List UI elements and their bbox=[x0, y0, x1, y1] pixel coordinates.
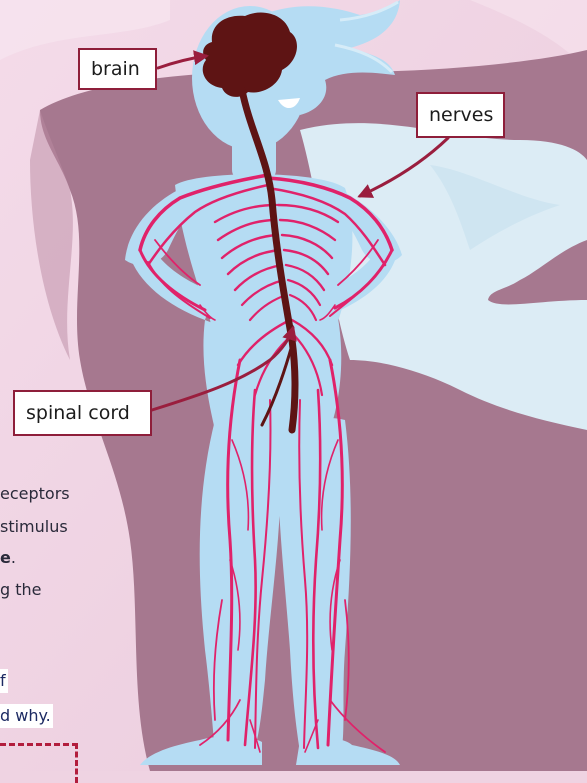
side-text-line-5: f bbox=[0, 673, 8, 689]
side-text-line-6: d why. bbox=[0, 708, 53, 724]
side-text-bold: e bbox=[0, 548, 11, 567]
side-text-line-3: e. bbox=[0, 550, 16, 566]
side-text-line-1: eceptors bbox=[0, 486, 70, 502]
side-text-period: . bbox=[11, 548, 16, 567]
brain-label: brain bbox=[78, 48, 157, 90]
side-text-line-2: stimulus bbox=[0, 519, 68, 535]
side-text-line-4: g the bbox=[0, 582, 42, 598]
spinal-cord-label: spinal cord bbox=[13, 390, 152, 436]
dashed-box-corner bbox=[0, 743, 78, 783]
highlight-fragment: f bbox=[0, 669, 8, 693]
highlight-fragment: d why. bbox=[0, 704, 53, 728]
nerves-label: nerves bbox=[416, 92, 505, 138]
